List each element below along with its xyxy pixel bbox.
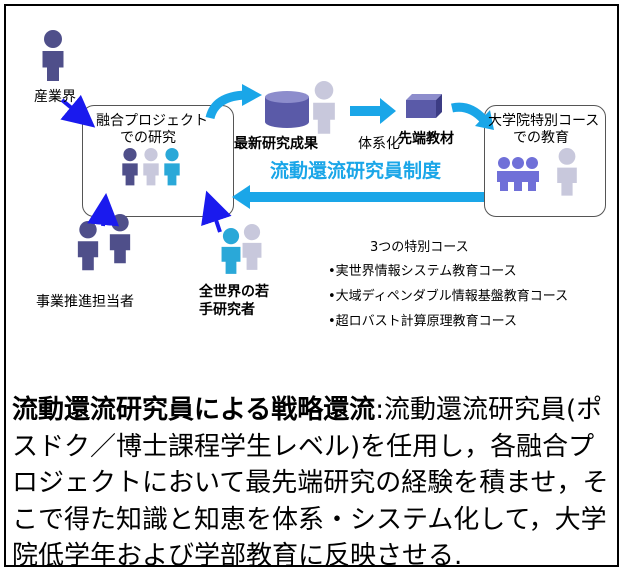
grad-course-label-line2: での教育 — [513, 130, 569, 146]
fusion-project-label-line1: 融合プロジェクト — [96, 113, 208, 129]
advanced-material-label: 先端教材 — [398, 131, 454, 147]
grad-course-label-line1: 大学院特別コース — [488, 113, 600, 129]
industry-label: 産業界 — [34, 89, 76, 105]
systematize-arrow — [350, 98, 396, 124]
course-item-1: •実世界情報システム教育コース — [328, 264, 517, 279]
material-cube-icon — [406, 94, 442, 118]
young-researchers-arrow — [201, 190, 232, 233]
caption-body: :流動還流研究員(ポスドク／博士課程学生レベル)を任用し，各融合プロジェクトにお… — [12, 395, 609, 571]
output-arrow — [205, 90, 247, 120]
fusion-project-label-line2: での研究 — [120, 130, 176, 146]
education-arrow — [451, 102, 488, 124]
promoter-arrow — [87, 193, 120, 227]
program-name: 流動還流研究員制度 — [270, 160, 442, 182]
return-arrow — [232, 185, 484, 209]
latest-results-label: 最新研究成果 — [234, 136, 318, 152]
systematize-label: 体系化 — [358, 136, 400, 152]
project-researchers-icon — [122, 148, 180, 186]
caption-heading: 流動還流研究員による戦略還流 — [12, 395, 376, 425]
young-researchers-label-line2: 手研究者 — [199, 302, 255, 318]
course-item-2: •大域ディペンダブル情報基盤教育コース — [328, 289, 569, 304]
diagram-graphics — [42, 30, 577, 274]
students-icon — [497, 157, 539, 191]
young-researchers-icon — [221, 224, 262, 274]
industry-person-icon — [42, 30, 64, 81]
teacher-icon — [557, 148, 577, 196]
industry-arrow — [60, 94, 96, 128]
diagram-frame — [4, 4, 619, 567]
database-icon — [265, 91, 309, 128]
promoter-label: 事業推進担当者 — [36, 294, 134, 310]
researcher-light-icon — [313, 81, 335, 134]
courses-title: 3つの特別コース — [370, 240, 469, 255]
young-researchers-label-line1: 全世界の若 — [199, 284, 269, 300]
course-item-3: •超ロバスト計算原理教育コース — [328, 314, 518, 329]
caption: 流動還流研究員による戦略還流:流動還流研究員(ポスドク／博士課程学生レベル)を任… — [12, 392, 612, 575]
